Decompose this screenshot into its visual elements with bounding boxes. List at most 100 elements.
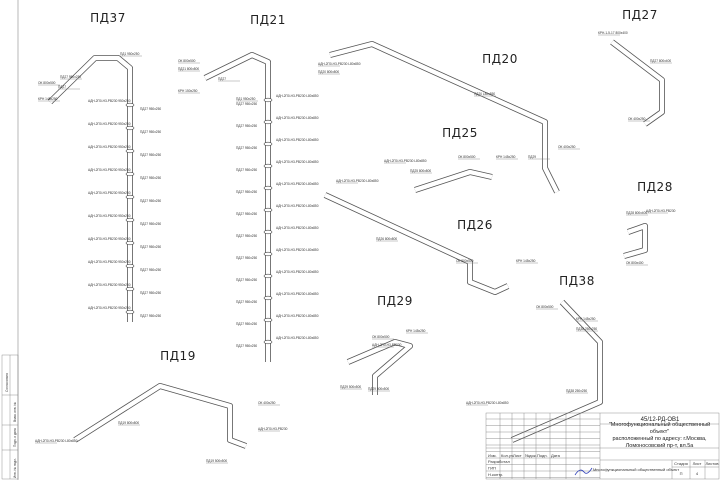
diffuser-icon (125, 102, 135, 108)
title-block-role: Разработал (488, 459, 510, 464)
duct-label: АДН-2П0-Н3-РВ230 L80х850 (318, 62, 361, 66)
object-name: "Многофункциональный общественный объект… (608, 422, 711, 436)
duct-label: КРН 145х250 (516, 259, 536, 263)
duct-label: ОК 800х400 (626, 261, 644, 265)
duct-label: ПД38 250х250 (576, 327, 597, 331)
diffuser-icon (263, 273, 273, 279)
sheet-header: Лист (693, 461, 702, 466)
duct-label: КРН 145х250 (406, 329, 426, 333)
diffuser-label: ПД27 950х250 (236, 278, 257, 282)
system-title: ПД28 (637, 180, 673, 194)
diffuser-label: ПД27 950х250 (140, 199, 161, 203)
diffuser-label: АДН-2П0-Н3-РВ230 950х250 (88, 237, 131, 241)
duct-run-inner (324, 193, 509, 295)
title-block-column-header: Дата (551, 453, 561, 458)
diffuser-label: АДН-2П0-Н3-РВ230 L80х850 (276, 336, 319, 340)
diffuser-label: ПД27 950х250 (236, 212, 257, 216)
duct-label: ПД28 800х400 (626, 211, 647, 215)
object-address: расположенный по адресу: г.Москва, Ломон… (612, 436, 707, 449)
diffuser-icon (263, 207, 273, 213)
diffuser-label: ПД27 950х250 (236, 256, 257, 260)
duct-label: КРН 145х250 (576, 317, 596, 321)
diffuser-label: АДН-2П0-Н3-РВ230 950х250 (88, 168, 131, 172)
duct-run-inner (610, 40, 665, 126)
duct-label: АДН-2П0-Н3-РВ230 (646, 209, 676, 213)
diffuser-label: АДН-2П0-Н3-РВ230 L80х850 (276, 314, 319, 318)
duct-label: КРН 145х250 (496, 155, 516, 159)
diffuser-icon (263, 163, 273, 169)
diffuser-label: ПД27 950х250 (236, 124, 257, 128)
title-block-column-header: Лист (513, 453, 522, 458)
diffuser-label: АДН-2П0-Н3-РВ230 950х250 (88, 283, 131, 287)
title-block-description: "Многофункциональный общественный объект… (600, 422, 719, 449)
diffuser-label: АДН-2П0-Н3-РВ230 L80х850 (276, 292, 319, 296)
duct-label: АДН-2П0-Н3-РВ230 (258, 427, 288, 431)
side-stamp-label: Подп. и дата (13, 428, 17, 447)
diffuser-label: ПД27 950х250 (236, 300, 257, 304)
diffuser-label: ПД27 950х250 (140, 107, 161, 111)
diffuser-label: ПД27 950х250 (140, 176, 161, 180)
duct-label: АДН-2П0-Н3-РВ230 (372, 343, 402, 347)
duct-label: ОК 400х250 (258, 401, 276, 405)
duct-label: ОК 800х500 (536, 305, 554, 309)
title-block-role: ГИП (488, 466, 496, 471)
diffuser-icon (125, 309, 135, 315)
diffuser-label: АДН-2П0-Н3-РВ230 950х250 (88, 191, 131, 195)
diffuser-label: ПД27 950х250 (236, 168, 257, 172)
diffuser-label: АДН-2П0-Н3-РВ230 L80х850 (276, 94, 319, 98)
signature (574, 467, 593, 476)
stage-header: Стадия (674, 461, 688, 466)
duct-run-inner (623, 223, 648, 259)
diffuser-label: АДН-2П0-Н3-РВ230 L80х850 (276, 226, 319, 230)
duct-label: ОК 800х500 (372, 335, 390, 339)
diffuser-icon (125, 171, 135, 177)
diffuser-label: АДН-2П0-Н3-РВ230 L80х850 (276, 182, 319, 186)
side-stamp-label: Согласовано (5, 373, 9, 392)
diffuser-label: ПД27 950х250 (236, 102, 257, 106)
duct-run (610, 39, 665, 127)
system-title: ПД37 (90, 11, 126, 25)
diffuser-label: АДН-2П0-Н3-РВ230 950х250 (88, 260, 131, 264)
sheets-header: Листов (706, 461, 719, 466)
duct-label: КРН-1-5-17 800х400 (598, 31, 628, 35)
duct-label: ПД26 800х800 (376, 237, 397, 241)
diffuser-label: АДН-2П0-Н3-РВ230 L80х850 (276, 160, 319, 164)
duct-label: ПД19 500х500 (206, 459, 227, 463)
duct-label: ПД27 950х250 (60, 75, 81, 79)
duct-label: ПД19 800х800 (118, 421, 139, 425)
diffuser-label: ПД27 950х250 (140, 314, 161, 318)
diffuser-icon (263, 295, 273, 301)
sheet-value: 4 (696, 471, 699, 476)
diffuser-icon (263, 339, 273, 345)
duct-run (73, 383, 248, 449)
diffuser-icon (263, 229, 273, 235)
duct-label: ПД27 (218, 77, 226, 81)
duct-label: ПД1 950х250 (120, 52, 140, 56)
system-title: ПД20 (482, 52, 518, 66)
duct-run (329, 41, 560, 194)
system-title: ПД19 (160, 349, 196, 363)
system-title: ПД27 (622, 8, 658, 22)
duct-label: КРН 150х250 (178, 89, 198, 93)
duct-label: КРН 145х250 (38, 97, 58, 101)
duct-label: ПД1 950х250 (236, 97, 256, 101)
system-title: ПД26 (457, 218, 493, 232)
diffuser-label: ПД27 950х250 (140, 245, 161, 249)
title-block-role: Н.контр. (488, 472, 503, 477)
diffuser-label: ПД27 950х250 (236, 234, 257, 238)
duct-label: ПД38 250х250 (566, 389, 587, 393)
system-title: ПД25 (442, 126, 478, 140)
system-title: ПД21 (250, 13, 286, 27)
title-block-column-header: Кол.уч. (501, 453, 514, 458)
duct-label: ПД27 (58, 85, 66, 89)
duct-label: ОК 800х500 (456, 259, 474, 263)
diffuser-label: ПД27 950х250 (140, 268, 161, 272)
duct-label: ПД29 (528, 155, 536, 159)
duct-label: ПД27 800х400 (650, 59, 671, 63)
